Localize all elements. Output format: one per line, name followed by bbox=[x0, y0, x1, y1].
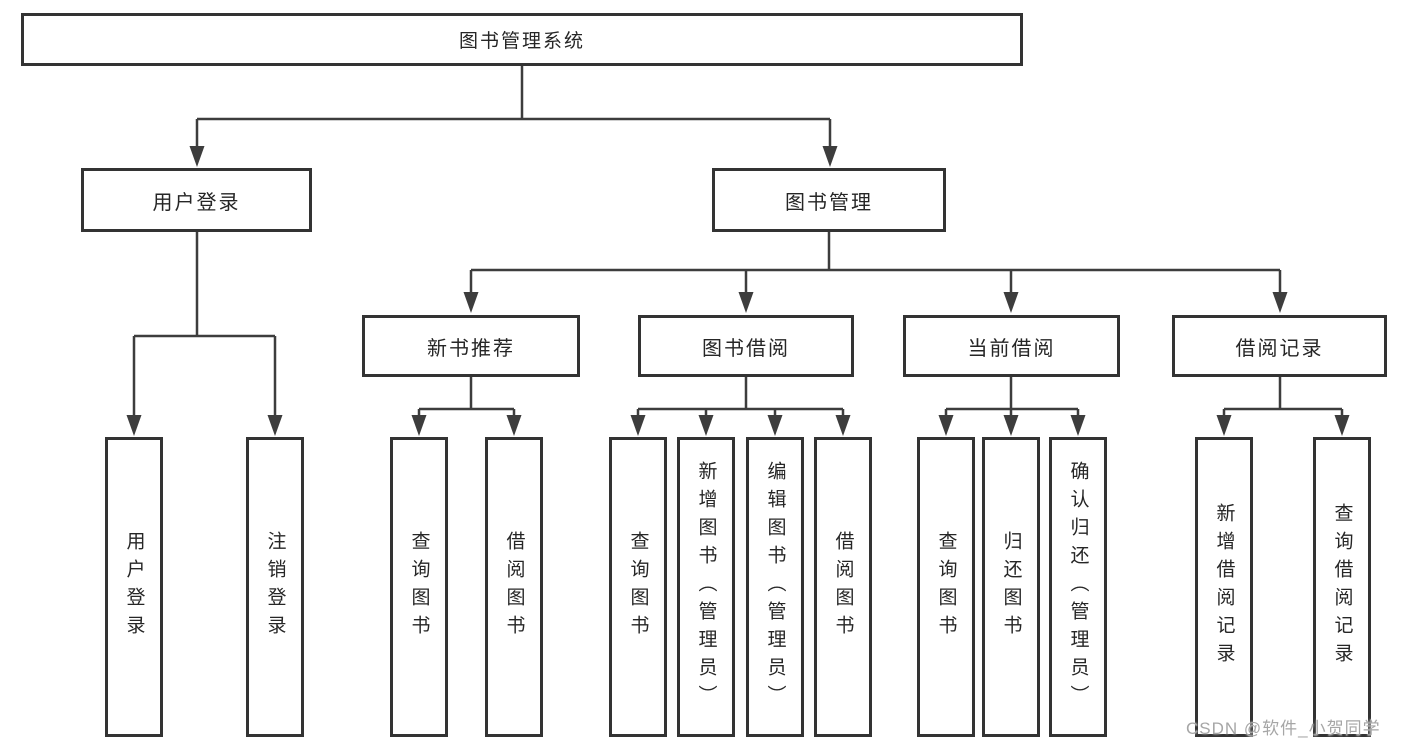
leaf-cb-return-books: 归还图书 bbox=[982, 437, 1040, 737]
node-user-login: 用户登录 bbox=[81, 168, 312, 232]
node-book-management: 图书管理 bbox=[712, 168, 946, 232]
node-root: 图书管理系统 bbox=[21, 13, 1023, 66]
node-borrow-records: 借阅记录 bbox=[1172, 315, 1387, 377]
leaf-br-query-borrow-record: 查询借阅记录 bbox=[1313, 437, 1371, 737]
leaf-user-login: 用户登录 bbox=[105, 437, 163, 737]
leaf-cb-confirm-return-admin: 确认归还（管理员） bbox=[1049, 437, 1107, 737]
csdn-watermark: CSDN @软件_小贺同学 bbox=[1186, 719, 1381, 738]
node-new-book-recommend: 新书推荐 bbox=[362, 315, 580, 377]
leaf-bb-borrow-books: 借阅图书 bbox=[814, 437, 872, 737]
node-current-borrow: 当前借阅 bbox=[903, 315, 1120, 377]
leaf-br-add-borrow-record: 新增借阅记录 bbox=[1195, 437, 1253, 737]
leaf-bb-query-books: 查询图书 bbox=[609, 437, 667, 737]
arrowheads bbox=[126, 146, 1350, 436]
leaf-bb-edit-books-admin: 编辑图书（管理员） bbox=[746, 437, 804, 737]
connector-edges bbox=[132, 66, 1344, 420]
node-book-borrow: 图书借阅 bbox=[638, 315, 854, 377]
leaf-logout: 注销登录 bbox=[246, 437, 304, 737]
leaf-nb-query-books: 查询图书 bbox=[390, 437, 448, 737]
leaf-bb-add-books-admin: 新增图书（管理员） bbox=[677, 437, 735, 737]
leaf-nb-borrow-books: 借阅图书 bbox=[485, 437, 543, 737]
leaf-cb-query-books: 查询图书 bbox=[917, 437, 975, 737]
